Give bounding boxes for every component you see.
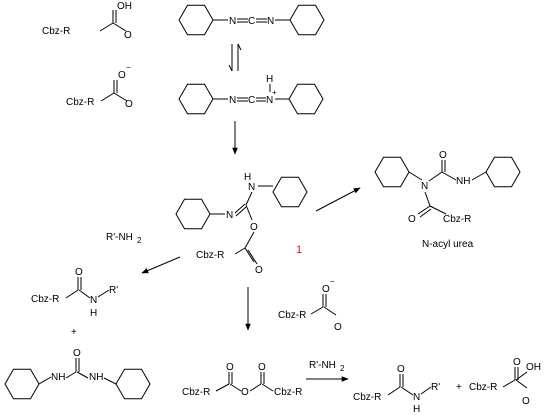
anh-cbzr2-label: Cbz-R xyxy=(274,387,302,398)
dcu-nh2-label: NH xyxy=(89,372,103,383)
amine-label-left: R'-NH xyxy=(106,232,133,243)
carboxylate-right: Cbz-R O − O xyxy=(278,277,342,333)
acid-r-cbzr-label: Cbz-R xyxy=(469,382,497,393)
amide-r-cbzr-label: Cbz-R xyxy=(353,392,381,403)
anh-cbzr1-label: Cbz-R xyxy=(182,387,210,398)
acid-o-label: O xyxy=(124,30,132,41)
pdcc-h-label: H xyxy=(266,74,273,85)
pdcc-n1-label: N xyxy=(229,95,236,106)
int-n2-label: N xyxy=(248,182,255,193)
amine-sub-left: 2 xyxy=(137,236,142,245)
int-cbzr-label: Cbz-R xyxy=(196,250,224,261)
intermediate-number: 1 xyxy=(296,244,302,256)
amide-r-o-label: O xyxy=(397,364,405,375)
amide-r-rprime-label: R' xyxy=(431,382,440,393)
amine-reagent-left: R'-NH 2 xyxy=(106,232,142,245)
au-o2-label: O xyxy=(408,214,416,225)
carboxylate-r-o1-label: O xyxy=(322,284,330,295)
amide-cbzr-label: Cbz-R xyxy=(31,294,59,305)
carboxylate: Cbz-R O − O xyxy=(66,63,133,110)
acyl-urea-caption: N-acyl urea xyxy=(422,239,474,250)
dcc: N C N xyxy=(178,4,325,36)
amine-reagent-right: R'-NH 2 xyxy=(309,360,345,373)
acid-oh-label: OH xyxy=(117,1,132,12)
dcu-o-label: O xyxy=(73,348,81,359)
au-cbzr-label: Cbz-R xyxy=(443,214,471,225)
n-acyl-urea: N O NH O Cbz-R N-acyl urea xyxy=(374,150,521,250)
amide-right: Cbz-R O N H R' + xyxy=(353,364,462,415)
carboxylate-r-charge: − xyxy=(330,277,335,286)
carboxylic-acid-right: Cbz-R O OH O xyxy=(469,357,541,407)
pdcc-n2-label: N xyxy=(266,95,273,106)
protonated-dcc: N C N + H xyxy=(178,74,324,115)
amide-r-h-label: H xyxy=(413,404,420,415)
pdcc-plus: + xyxy=(272,88,277,97)
carboxylate-r-o2-label: O xyxy=(334,322,342,333)
carboxylate-r-cbzr-label: Cbz-R xyxy=(278,310,306,321)
amide-h-label: H xyxy=(90,308,97,319)
int-o-label: O xyxy=(250,222,258,233)
carboxylate-cbzr-label: Cbz-R xyxy=(66,97,94,108)
carboxylic-acid: Cbz-R OH O xyxy=(42,1,132,41)
anh-o2-label: O xyxy=(258,362,266,373)
amide-rprime-label: R' xyxy=(109,285,118,296)
carboxylate-o1-label: O xyxy=(118,70,126,81)
int-n-label: N xyxy=(226,210,233,221)
acid-r-o2-label: O xyxy=(522,396,530,407)
carboxylate-o2-label: O xyxy=(125,99,133,110)
amine-sub-right: 2 xyxy=(340,364,345,373)
acid-r-oh-label: OH xyxy=(526,362,541,373)
anh-o-bridge-label: O xyxy=(241,387,249,398)
amide-o-label: O xyxy=(75,267,83,278)
dcc-n2-label: N xyxy=(267,16,274,27)
au-o1-label: O xyxy=(439,150,447,161)
amide-n-label: N xyxy=(90,295,97,306)
plus-sign-right: + xyxy=(456,382,462,393)
acid-cbzr-label: Cbz-R xyxy=(42,26,70,37)
au-n-label: N xyxy=(421,181,428,192)
int-h-label: H xyxy=(244,172,251,183)
equilibrium-arrows xyxy=(228,43,242,72)
amine-label-right: R'-NH xyxy=(309,360,336,371)
carboxylate-charge: − xyxy=(126,63,131,72)
arrow-to-acyl-urea xyxy=(315,187,361,212)
int-o2-label: O xyxy=(255,265,263,276)
plus-sign-left: + xyxy=(71,327,77,338)
pdcc-c-label: C xyxy=(248,95,255,106)
acid-r-o1-label: O xyxy=(513,357,521,368)
dcc-c-label: C xyxy=(248,16,255,27)
amide-left: Cbz-R O N H R' + xyxy=(31,267,118,338)
o-acylisourea: N N H O Cbz-R O 1 xyxy=(175,172,308,276)
dcu-nh1-label: NH xyxy=(51,372,65,383)
dcc-n1-label: N xyxy=(229,16,236,27)
arrow-to-amide-left xyxy=(141,256,181,274)
amide-r-n-label: N xyxy=(413,392,420,403)
dicyclohexylurea: NH O NH xyxy=(4,348,151,400)
anh-o1-label: O xyxy=(226,362,234,373)
anhydride: Cbz-R O O O Cbz-R xyxy=(182,362,302,398)
au-nh-label: NH xyxy=(456,176,470,187)
